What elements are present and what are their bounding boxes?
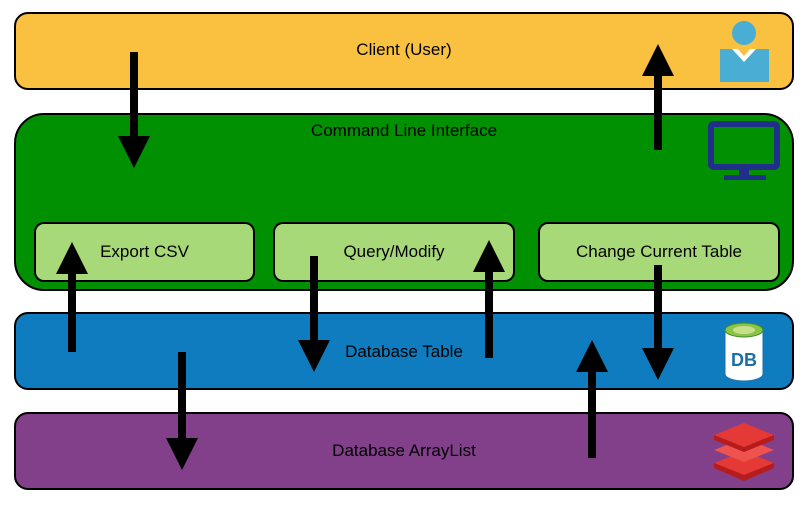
query-modify-box: Query/Modify [273, 222, 515, 282]
export-csv-box: Export CSV [34, 222, 255, 282]
database-table-layer: Database Table [14, 312, 794, 390]
query-modify-label: Query/Modify [343, 242, 445, 261]
change-current-table-box: Change Current Table [538, 222, 780, 282]
database-arraylist-layer: Database ArrayList [14, 412, 794, 490]
cli-layer-label: Command Line Interface [310, 121, 498, 140]
export-csv-label: Export CSV [100, 242, 189, 261]
database-table-layer-label: Database Table [345, 342, 463, 361]
change-current-table-label: Change Current Table [575, 242, 742, 261]
client-layer-label: Client (User) [356, 40, 452, 59]
database-arraylist-layer-label: Database ArrayList [332, 441, 476, 460]
client-layer: Client (User) [14, 12, 794, 90]
